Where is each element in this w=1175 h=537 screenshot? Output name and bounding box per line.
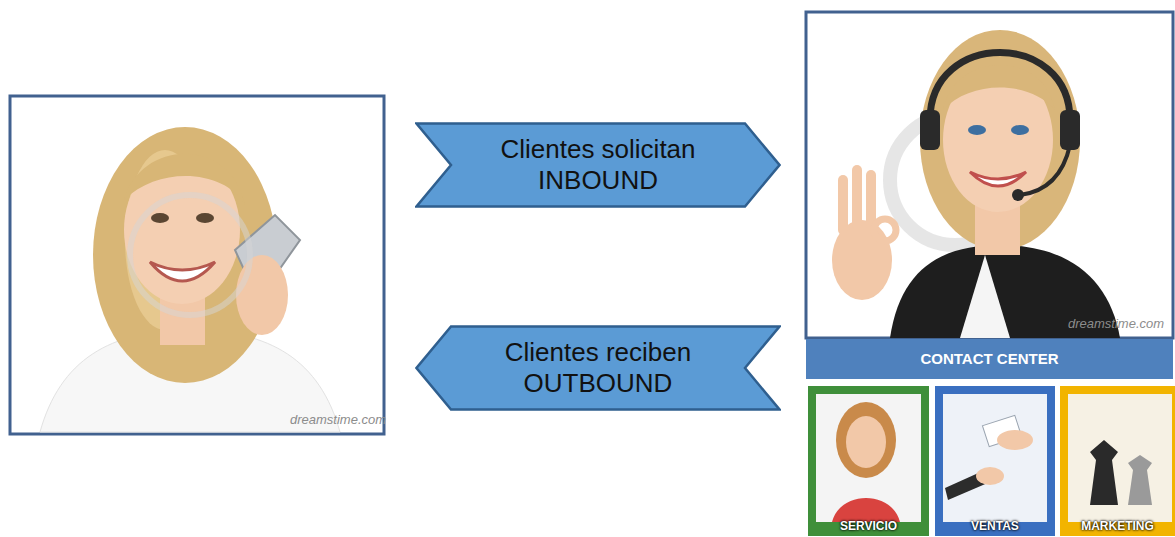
woman-on-phone <box>40 127 340 432</box>
marketing-tile: MARKETING <box>1060 386 1175 536</box>
watermark: dreamstime.com <box>290 412 386 427</box>
node-text: CONTACT CENTER <box>920 350 1058 368</box>
service-tile: SERVICIO <box>808 386 929 536</box>
photo-frame <box>806 12 1173 338</box>
node-text: VENTAS <box>971 519 1019 533</box>
contact-center-band: CONTACT CENTER <box>806 339 1173 379</box>
sales-tile: VENTAS <box>935 386 1055 536</box>
service-tile-art <box>808 386 929 536</box>
node-text: Clientes solicitan INBOUND <box>473 134 723 196</box>
arrow-outline <box>417 327 780 410</box>
sales-tile-art <box>935 386 1055 536</box>
marketing-tile-art <box>1060 386 1175 536</box>
watermark: dreamstime.com <box>1068 316 1164 331</box>
photo-frame <box>10 96 384 434</box>
node-text: MARKETING <box>1081 519 1154 533</box>
node-text: SERVICIO <box>840 519 897 533</box>
node-text: Clientes reciben OUTBOUND <box>473 337 723 399</box>
inbound-arrow: Clientes solicitan INBOUND <box>415 122 781 208</box>
arrow-outline <box>417 124 780 207</box>
outbound-arrow: Clientes reciben OUTBOUND <box>415 325 781 411</box>
agent-with-headset <box>832 30 1120 338</box>
